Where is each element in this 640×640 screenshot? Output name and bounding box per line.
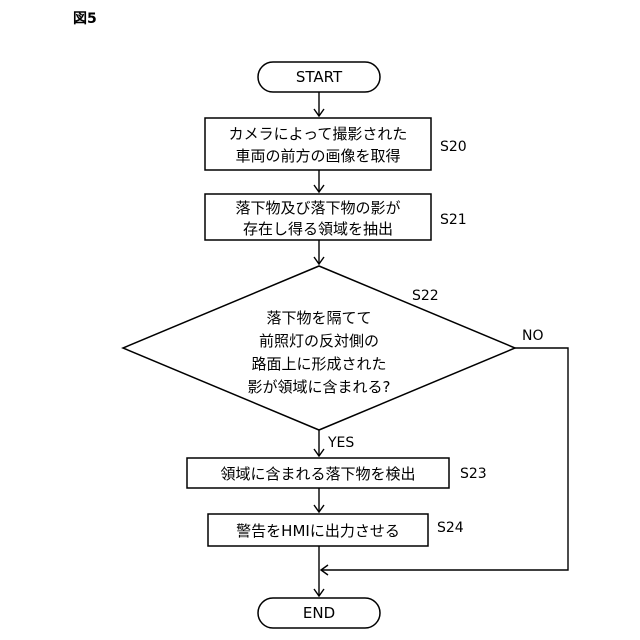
start-label: START xyxy=(296,68,343,86)
s23-line-1: 領域に含まれる落下物を検出 xyxy=(220,465,415,483)
branch-no-label: NO xyxy=(522,328,544,344)
end-terminator: END xyxy=(258,598,380,628)
step-label-s24: S24 xyxy=(437,520,464,536)
edge-s23-s24 xyxy=(314,488,324,512)
process-s24: 警告をHMIに出力させる S24 xyxy=(208,514,464,546)
decision-s22: 落下物を隔てて 前照灯の反対側の 路面上に形成された 影が領域に含まれる? S2… xyxy=(123,266,515,430)
step-label-s22: S22 xyxy=(412,288,439,304)
s22-line-2: 前照灯の反対側の xyxy=(259,332,379,350)
s20-line-2: 車両の前方の画像を取得 xyxy=(235,147,400,165)
edge-s21-s22 xyxy=(314,240,324,264)
end-label: END xyxy=(303,604,335,622)
process-s23: 領域に含まれる落下物を検出 S23 xyxy=(187,458,487,488)
process-s20: カメラによって撮影された 車両の前方の画像を取得 S20 xyxy=(205,118,467,170)
s22-line-3: 路面上に形成された xyxy=(251,355,386,373)
step-label-s20: S20 xyxy=(440,139,467,155)
edge-start-s20 xyxy=(314,92,324,116)
s20-line-1: カメラによって撮影された xyxy=(229,125,408,143)
start-terminator: START xyxy=(258,62,380,92)
edge-yes-branch: YES xyxy=(314,430,354,456)
s21-line-2: 存在し得る領域を抽出 xyxy=(243,220,393,238)
process-s21: 落下物及び落下物の影が 存在し得る領域を抽出 S21 xyxy=(205,194,467,240)
edge-s20-s21 xyxy=(314,170,324,192)
step-label-s21: S21 xyxy=(440,212,467,228)
step-label-s23: S23 xyxy=(460,466,487,482)
s24-line-1: 警告をHMIに出力させる xyxy=(236,522,400,540)
branch-yes-label: YES xyxy=(327,435,354,451)
s21-line-1: 落下物及び落下物の影が xyxy=(235,199,400,217)
s22-line-1: 落下物を隔てて xyxy=(266,309,371,327)
s22-line-4: 影が領域に含まれる? xyxy=(248,378,391,396)
